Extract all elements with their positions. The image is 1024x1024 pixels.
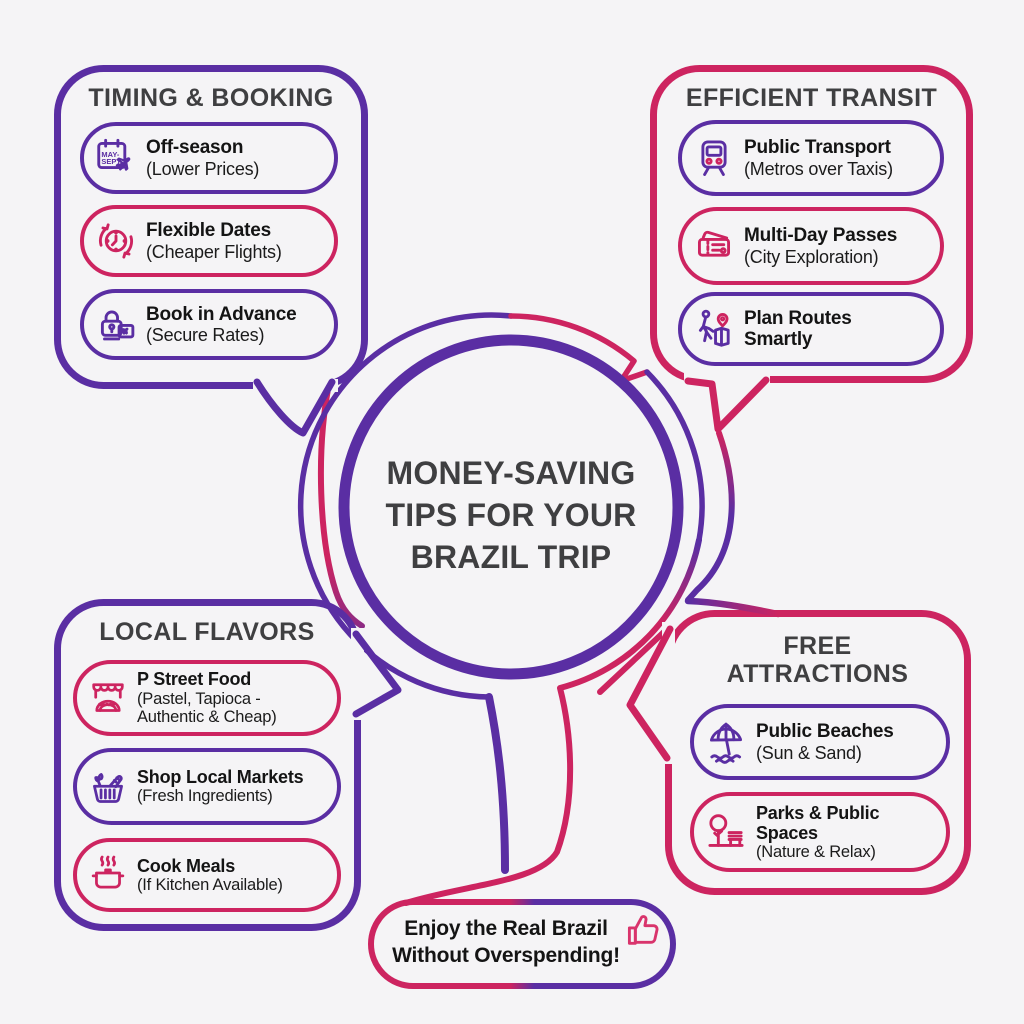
tip-text: Book in Advance (Secure Rates) xyxy=(146,303,297,346)
tip-text: Plan Routes Smartly xyxy=(744,308,904,351)
tip-plan-routes: Plan Routes Smartly xyxy=(678,292,944,366)
tip-text: Parks & Public Spaces (Nature & Relax) xyxy=(756,803,924,862)
tip-public-beaches: Public Beaches (Sun & Sand) xyxy=(690,704,950,780)
center-circle-ring xyxy=(338,334,684,680)
tip-title: Flexible Dates xyxy=(146,220,271,242)
attractions-box-tail xyxy=(626,625,674,762)
tip-text: P Street Food (Pastel, Tapioca - Authent… xyxy=(137,669,331,726)
market-basket-icon xyxy=(93,772,123,803)
clock-refresh-icon xyxy=(99,223,133,259)
tip-text: Flexible Dates (Cheaper Flights) xyxy=(146,220,282,261)
tip-shop-local-markets: Shop Local Markets (Fresh Ingredients) xyxy=(73,748,341,825)
footer-bubble-outline xyxy=(368,899,676,989)
day-passes-tickets-icon xyxy=(697,230,731,257)
svg-text:MAY-: MAY- xyxy=(101,150,119,159)
tip-cook-meals: Cook Meals (If Kitchen Available) xyxy=(73,838,341,912)
center-circle-title: MONEY-SAVING TIPS FOR YOUR BRAZIL TRIP xyxy=(361,452,661,578)
timing-box-outline xyxy=(54,65,368,389)
tip-book-in-advance: Book in Advance (Secure Rates) xyxy=(80,289,338,360)
tip-off-season: MAY- SEPT Off-season (Lower Prices) xyxy=(80,122,338,194)
outer-ring-purple-arc xyxy=(297,312,514,700)
calendar-may-sept-plane-icon: MAY- SEPT xyxy=(97,138,131,171)
center-title-line: TIPS FOR YOUR xyxy=(385,497,637,533)
tip-street-food: P Street Food (Pastel, Tapioca - Authent… xyxy=(73,660,341,736)
left-connector-swoosh xyxy=(317,381,365,629)
tip-text: Multi-Day Passes (City Exploration) xyxy=(744,225,897,266)
transit-box-outline xyxy=(650,65,973,383)
flavors-box-outline xyxy=(54,599,361,931)
attractions-border-gradient xyxy=(684,597,782,618)
outer-ring-right-arc xyxy=(644,369,705,543)
tip-subtitle: (Metros over Taxis) xyxy=(744,158,893,179)
tip-text: Cook Meals (If Kitchen Available) xyxy=(137,856,283,895)
purple-descender-line xyxy=(485,693,509,874)
tip-subtitle: (Fresh Ingredients) xyxy=(137,787,273,806)
beach-umbrella-icon xyxy=(709,722,743,764)
tip-subtitle: (If Kitchen Available) xyxy=(137,875,283,894)
footer-line: Enjoy the Real Brazil xyxy=(404,917,608,940)
tip-title: Multi-Day Passes xyxy=(744,225,898,247)
tip-title: Plan Routes Smartly xyxy=(744,307,852,350)
tip-subtitle: (Lower Prices) xyxy=(146,158,260,179)
tip-subtitle: (Secure Rates) xyxy=(146,325,265,346)
tip-title: Book in Advance xyxy=(146,303,297,325)
tip-text: Public Transport (Metros over Taxis) xyxy=(744,137,893,178)
tip-title: Off-season xyxy=(146,137,244,159)
tip-title: Public Transport xyxy=(744,137,891,159)
thumbs-up-icon xyxy=(627,915,659,945)
tip-public-transport: Public Transport (Metros over Taxis) xyxy=(678,120,944,196)
tip-title: Shop Local Markets xyxy=(137,767,304,788)
tip-title: Public Beaches xyxy=(756,721,894,743)
center-title-line: MONEY-SAVING xyxy=(386,455,636,491)
park-tree-bench-icon xyxy=(708,814,744,847)
walk-route-map-icon xyxy=(698,309,730,347)
right-connector-swoosh xyxy=(685,430,735,603)
timing-box-tail xyxy=(253,378,336,437)
tip-text: Public Beaches (Sun & Sand) xyxy=(756,721,894,762)
tip-subtitle: (Pastel, Tapioca - Authentic & Cheap) xyxy=(137,689,277,727)
flavors-box-tail xyxy=(352,630,402,718)
tip-subtitle: (Sun & Sand) xyxy=(756,742,862,763)
tip-title: P Street Food xyxy=(137,669,252,690)
transit-box-title: EFFICIENT TRANSIT xyxy=(685,84,938,112)
outer-ring-crimson-arc xyxy=(508,313,650,384)
footer-message: Enjoy the Real Brazil Without Overspendi… xyxy=(388,915,624,969)
attractions-box-title: FREE ATTRACTIONS xyxy=(726,632,909,688)
attractions-branch-line xyxy=(597,629,667,695)
tip-text: Shop Local Markets (Fresh Ingredients) xyxy=(137,767,304,806)
transit-box-tail xyxy=(684,376,770,433)
tip-subtitle: (Cheaper Flights) xyxy=(146,241,282,262)
tip-subtitle: (City Exploration) xyxy=(744,246,879,267)
cooking-pot-icon xyxy=(91,855,125,889)
tip-flexible-dates: Flexible Dates (Cheaper Flights) xyxy=(80,205,338,277)
flavors-box-title: LOCAL FLAVORS xyxy=(99,618,315,646)
footer-line: Without Overspending! xyxy=(392,944,620,967)
svg-text:SEPT: SEPT xyxy=(101,157,121,166)
tip-multi-day-passes: Multi-Day Passes (City Exploration) xyxy=(678,207,944,285)
tip-title: Parks & Public Spaces xyxy=(756,802,880,843)
lock-ticket-plane-icon xyxy=(100,310,135,340)
tip-parks-public-spaces: Parks & Public Spaces (Nature & Relax) xyxy=(690,792,950,872)
street-food-stall-icon xyxy=(92,683,124,712)
tip-title: Cook Meals xyxy=(137,855,236,876)
metro-train-icon xyxy=(701,140,727,176)
timing-box-title: TIMING & BOOKING xyxy=(88,84,334,112)
tip-subtitle: (Nature & Relax) xyxy=(756,842,876,861)
crimson-descender-line xyxy=(403,537,702,906)
center-title-line: BRAZIL TRIP xyxy=(410,539,612,575)
tip-text: Off-season (Lower Prices) xyxy=(146,137,259,178)
